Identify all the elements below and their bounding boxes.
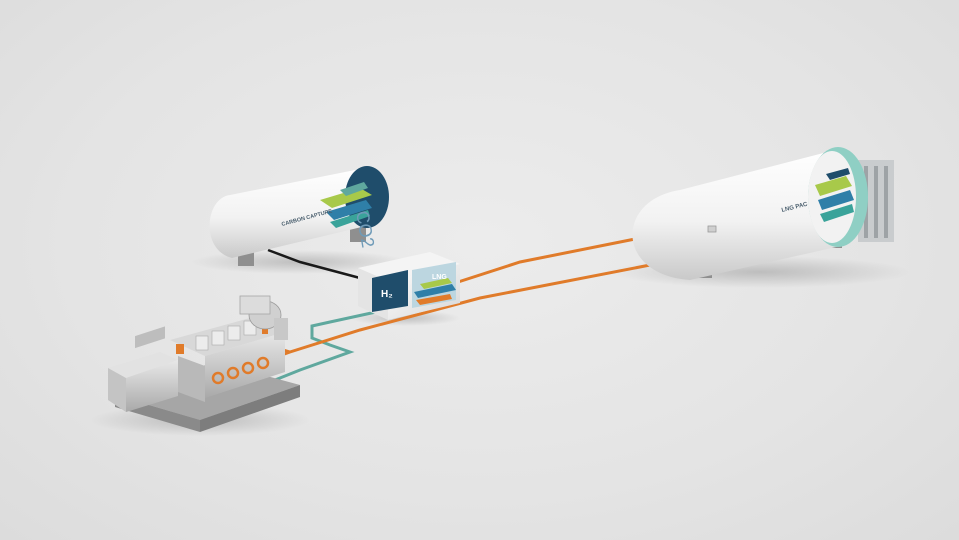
h2-panel: [372, 270, 408, 312]
lng-tank-stripe-dark: [826, 168, 850, 180]
lng-stripe-green: [420, 278, 452, 289]
lng-stripe-orange: [416, 294, 452, 305]
co2-stripe-light: [340, 182, 368, 196]
generator-front: [126, 360, 178, 412]
cylinder-ring-2: [226, 366, 240, 380]
lng-tank-stripe-teal: [820, 204, 854, 222]
cylinder-ring-1: [211, 371, 225, 385]
lng-coldbox-pipe3: [884, 166, 888, 238]
generator-top: [108, 352, 178, 378]
engine-base-side: [200, 385, 300, 432]
co2-stripe-blue: [326, 200, 372, 220]
cylinder-head-2: [211, 330, 225, 346]
h2-label: H₂: [381, 289, 393, 300]
lng-module-label: LNG: [432, 274, 447, 281]
engine-manifold: [274, 318, 288, 340]
lng-pac-tank: LNG PAC: [632, 147, 894, 280]
lng-tank-stripe-blue: [818, 190, 854, 210]
lng-tank-body: [632, 150, 845, 280]
generator-side: [108, 368, 126, 412]
cylinder-ring-4: [256, 356, 270, 370]
lng-pipe-module: [454, 236, 641, 285]
engine-orange-accent-2: [262, 326, 268, 334]
co2-tank-body: [209, 168, 370, 258]
lng-tank-plate: [707, 225, 717, 233]
co2-stripe-teal: [330, 210, 370, 228]
co2-pipe: [267, 248, 361, 280]
lng-coldbox-pipe2: [874, 166, 878, 238]
cylinder-head-3: [227, 325, 241, 341]
lng-stripe-blue: [414, 284, 456, 298]
cylinder-ring-3: [241, 361, 255, 375]
co2-stripe-green: [320, 188, 372, 208]
engine-orange-accent-1: [176, 344, 184, 354]
module-top: [358, 252, 460, 281]
carbon-capture-tank: CARBON CAPTURE CO2: [209, 166, 389, 266]
engine-end: [178, 356, 205, 402]
turbo-housing: [239, 295, 271, 315]
cylinder-head-1: [195, 335, 209, 351]
engine-genset: [108, 295, 300, 432]
generator-panel: [135, 326, 165, 349]
lng-tank-stripe-green: [815, 176, 852, 196]
fuel-module: H₂ LNG: [358, 252, 460, 320]
